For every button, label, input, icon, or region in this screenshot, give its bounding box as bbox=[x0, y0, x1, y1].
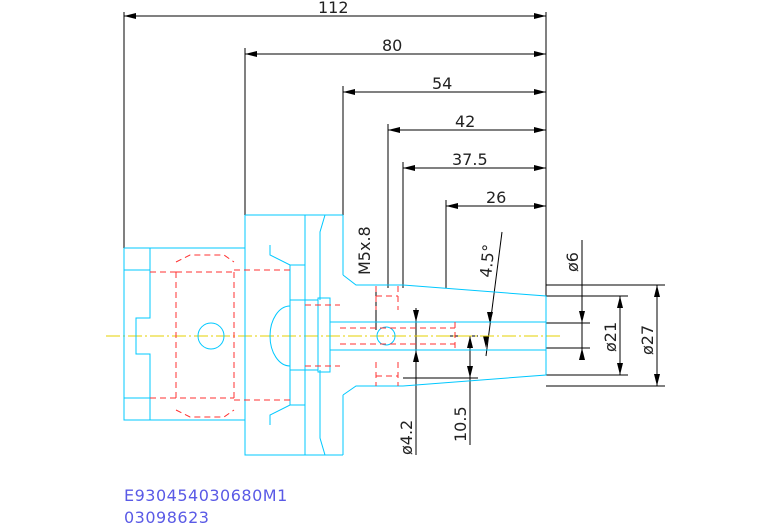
horizontal-dimensions: 112 80 54 42 37.5 26 bbox=[123, 0, 547, 300]
thread-label: M5x.8 bbox=[355, 226, 374, 275]
part-code: 03098623 bbox=[124, 508, 210, 527]
dimension-label-26: 26 bbox=[486, 188, 506, 207]
holder-body-outline bbox=[123, 214, 547, 456]
dimension-label-37-5: 37.5 bbox=[452, 150, 488, 169]
dimension-label-10-5: 10.5 bbox=[451, 406, 470, 442]
dimension-label-54: 54 bbox=[432, 74, 452, 93]
dimension-label-dia27: ø27 bbox=[638, 325, 657, 355]
dimension-label-dia6: ø6 bbox=[563, 252, 582, 272]
angle-label: 4.5° bbox=[476, 243, 498, 278]
dimension-label-42: 42 bbox=[455, 112, 475, 131]
dimension-label-dia21: ø21 bbox=[601, 322, 620, 352]
dimension-label-80: 80 bbox=[382, 36, 402, 55]
hidden-features bbox=[150, 254, 456, 418]
lower-dimensions: ø4.2 10.5 M5x.8 4.5° bbox=[355, 226, 503, 455]
angle-leader bbox=[485, 231, 503, 357]
dimension-label-112: 112 bbox=[318, 0, 349, 17]
dimension-label-dia4-2: ø4.2 bbox=[397, 420, 416, 455]
vertical-dimensions: ø6 ø21 ø27 bbox=[546, 240, 665, 387]
part-number: E930454030680M1 bbox=[124, 486, 288, 505]
